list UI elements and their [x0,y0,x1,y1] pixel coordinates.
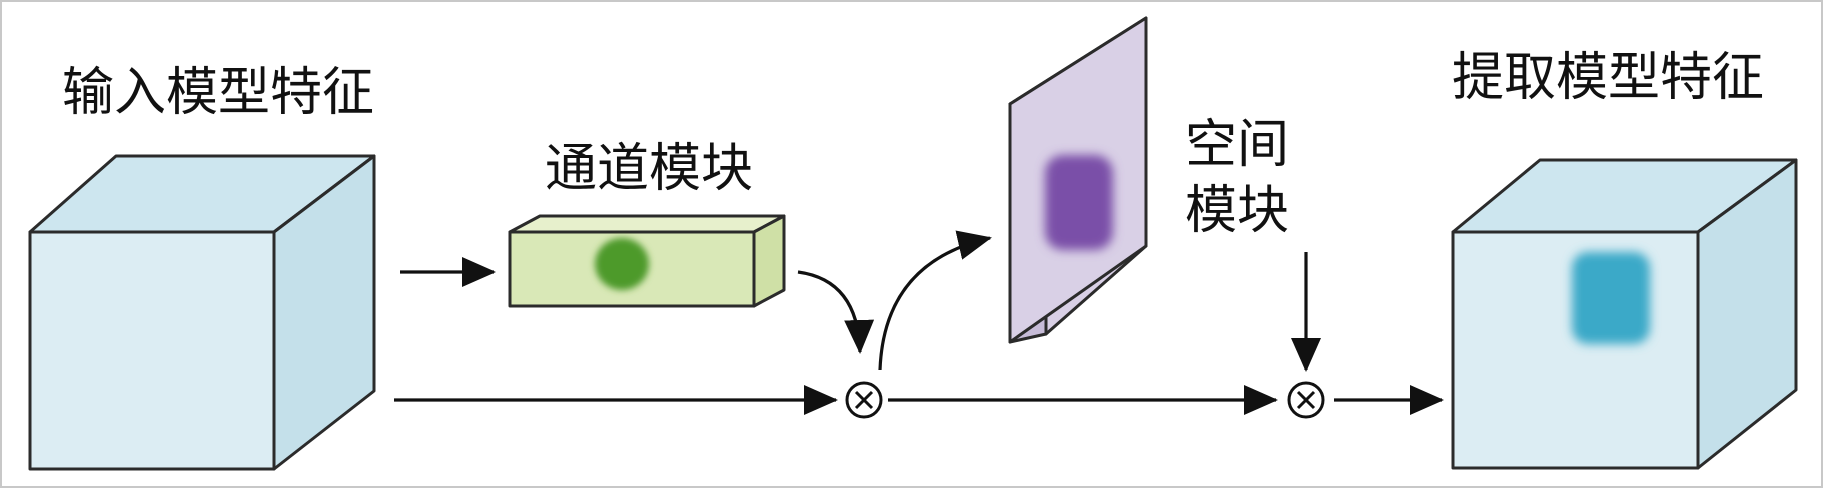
channel-attention-blob [595,238,649,290]
multiply-operator-1 [847,383,881,417]
output-attention-blob [1572,252,1650,344]
arrow-multiply-1-to-spatial [880,238,990,370]
channel-block-top-face [510,216,784,232]
arrow-channel-to-multiply-1 [798,272,860,352]
channel-module-label: 通道模块 [545,139,753,199]
channel-module-block [510,216,784,306]
spatial-module-label-line1: 空间 [1185,115,1289,175]
input-cube-front-face [30,232,274,469]
output-feature-cube [1453,160,1796,468]
channel-block-side-face [754,216,784,306]
input-feature-cube [30,156,374,469]
spatial-module-plane [1010,18,1146,342]
extracted-features-label: 提取模型特征 [1452,48,1764,108]
input-features-label: 输入模型特征 [62,63,374,123]
spatial-attention-blob [1045,155,1113,250]
spatial-module-label-line2: 模块 [1185,181,1289,241]
multiply-operator-2 [1289,383,1323,417]
